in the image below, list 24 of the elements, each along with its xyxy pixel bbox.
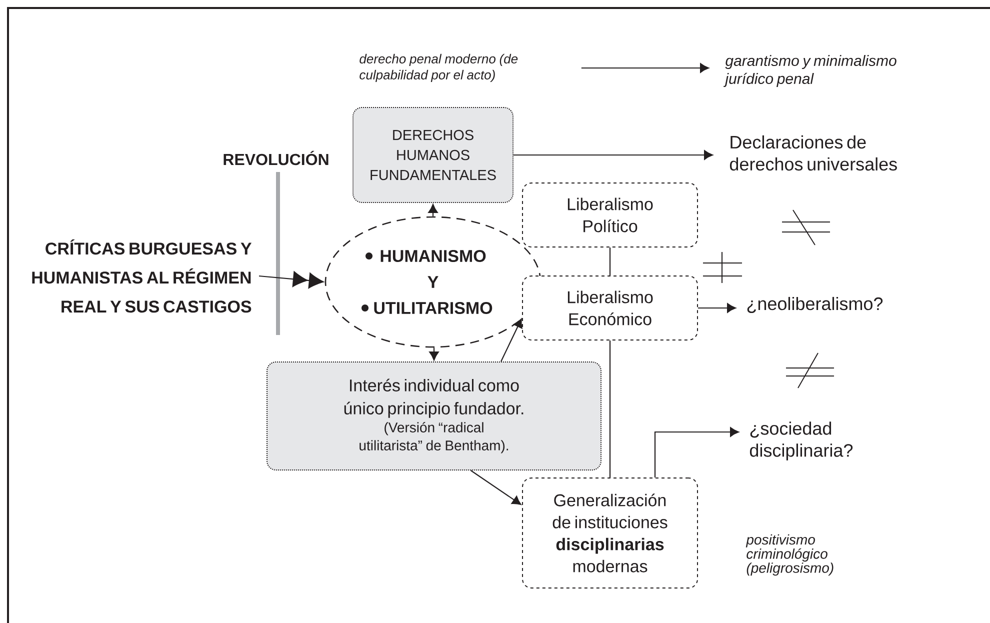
arrow (429, 348, 439, 360)
outcome-text: ¿neoliberalismo? (747, 296, 883, 314)
note-text: positivismo criminológico (peligrosismo) (746, 534, 834, 576)
concept-box: Interés individual como único principio fundador. (Versión “radical utilitarista” de Bentham). (266, 362, 602, 470)
arrow (500, 318, 522, 362)
arrow (514, 150, 713, 160)
concept-box: Liberalismo Económico (522, 276, 698, 340)
concept-box: DERECHOS HUMANOS FUNDAMENTALES (352, 107, 514, 203)
arrow (654, 427, 739, 478)
concept-box: Liberalismo Político (522, 182, 698, 248)
arrow (428, 204, 438, 216)
concept-box: Generalización de instituciones disciplinarias modernas (522, 478, 698, 588)
connector-line (609, 340, 611, 478)
outcome-text: ¿sociedad disciplinaria? (750, 422, 853, 460)
heading-text: CRÍTICAS BURGUESAS Y HUMANISTAS AL RÉGIMEN REAL Y SUS CASTIGOS (32, 239, 252, 313)
section-heading: REVOLUCIÓN (224, 150, 328, 166)
note-text: garantismo y minimalismo jurídico penal (724, 55, 896, 87)
note-text: derecho penal moderno (de culpabilidad por el acto) (360, 54, 518, 82)
arrow (581, 63, 709, 73)
connector-line (609, 248, 611, 276)
outcome-text: Declaraciones de derechos universales (730, 135, 897, 171)
arrow (258, 271, 324, 288)
arrow (698, 303, 736, 313)
arrow (470, 470, 522, 505)
